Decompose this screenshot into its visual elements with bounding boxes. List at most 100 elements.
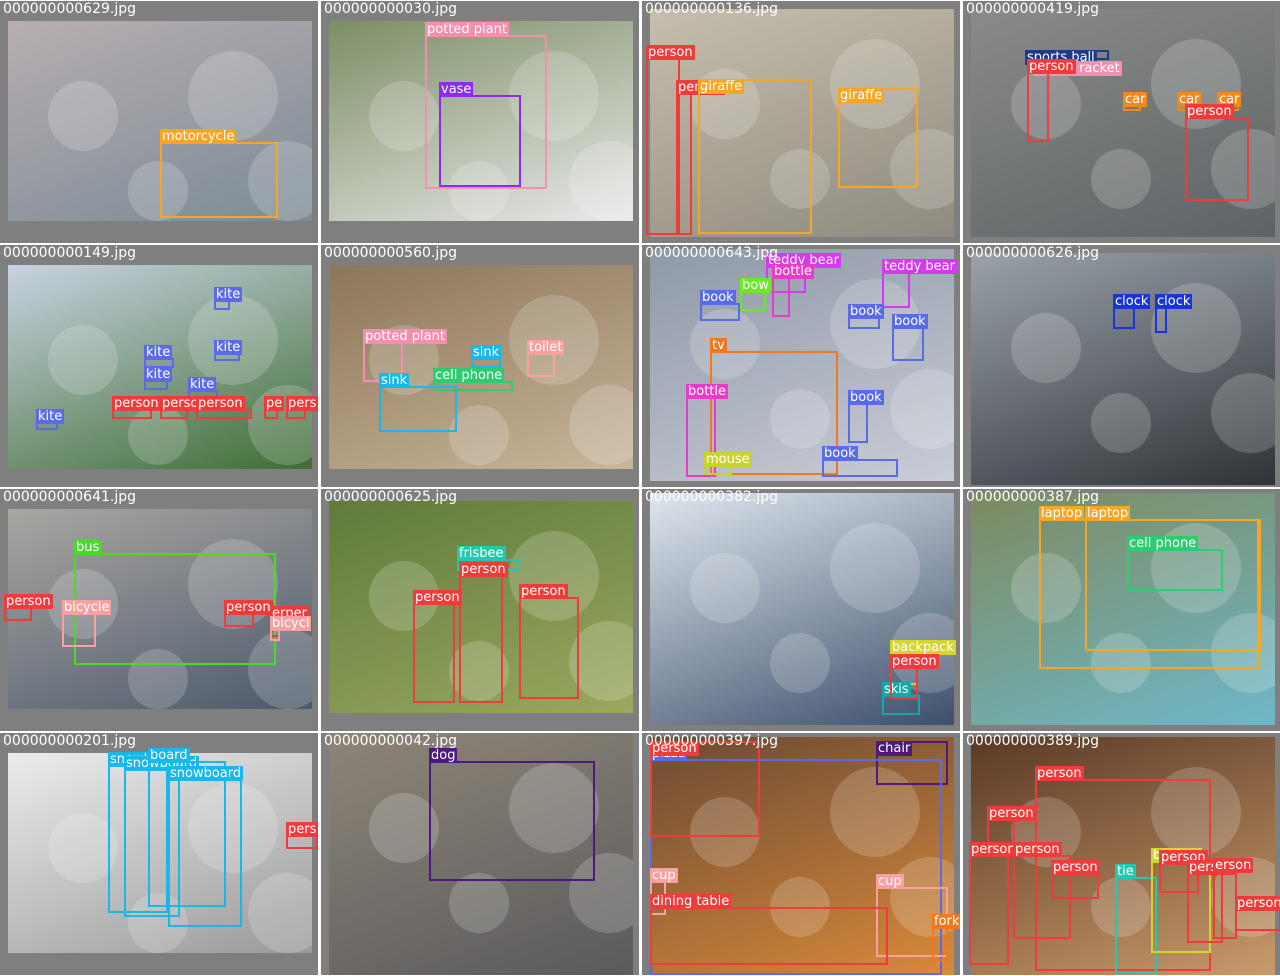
bbox-potted-plant: potted plant — [363, 329, 447, 382]
bbox-label: car — [1123, 92, 1148, 107]
image-filename: 000000000387.jpg — [966, 489, 1099, 505]
bokeh-blob — [830, 39, 920, 129]
bbox-person: person — [1027, 59, 1076, 142]
bbox-person: person — [413, 590, 462, 703]
bbox-kite: kite — [144, 345, 174, 368]
bbox-label: toilet — [527, 340, 565, 355]
bbox-label: person — [1235, 896, 1280, 911]
bbox-label: pers — [286, 396, 318, 411]
bbox-dog: dog — [429, 748, 595, 881]
bbox-person: person — [112, 396, 161, 419]
bokeh-blob — [248, 141, 312, 221]
bokeh-blob — [509, 763, 599, 853]
photo-thumbnail — [971, 493, 1275, 725]
bbox-label: kite — [144, 345, 173, 360]
image-filename: 000000000625.jpg — [324, 489, 457, 505]
bbox-label: mouse — [704, 452, 752, 467]
bbox-book: book — [848, 304, 884, 329]
bokeh-blob — [569, 853, 633, 933]
bbox-label: laptop — [1039, 506, 1085, 521]
bbox-label: person — [650, 741, 699, 756]
bbox-person: person — [1013, 842, 1071, 939]
bokeh-blob — [830, 767, 920, 857]
bbox-erson: erson — [1213, 858, 1254, 939]
bokeh-blob — [1091, 877, 1151, 937]
bbox-person: person — [4, 594, 53, 621]
bokeh-blob — [1091, 633, 1151, 693]
bbox-person: person — [676, 80, 725, 235]
bbox-label: book — [892, 314, 928, 329]
bbox-label: person — [459, 562, 508, 577]
bokeh-blob — [48, 813, 118, 883]
bokeh-blob — [1151, 767, 1241, 857]
bbox-label: frisbee — [457, 546, 506, 561]
bokeh-blob — [188, 51, 278, 141]
bbox-label: car — [1177, 92, 1202, 107]
bbox-skis: skis — [882, 682, 920, 715]
bokeh-blob — [1211, 129, 1275, 209]
bbox-label: kite — [36, 409, 65, 424]
bbox-label: pers — [286, 822, 318, 837]
bokeh-blob — [569, 385, 633, 465]
bbox-clock: clock — [1113, 294, 1151, 329]
bbox-label: person — [196, 396, 245, 411]
bokeh-blob — [770, 633, 830, 693]
bbox-person: person — [224, 600, 273, 627]
bokeh-blob — [1091, 149, 1151, 209]
bbox-label: tv — [710, 338, 727, 353]
bbox-clock: clock — [1155, 294, 1193, 333]
bbox-label: fork — [932, 914, 960, 929]
bbox-label: backpack — [890, 640, 956, 655]
image-filename: 000000000419.jpg — [966, 1, 1099, 17]
bbox-label: person — [519, 584, 568, 599]
bbox-label: bus — [74, 540, 102, 555]
bbox-mouse: mouse — [704, 452, 752, 475]
bbox-label: person — [1185, 104, 1234, 119]
bbox-label: bicycl — [270, 616, 312, 631]
bokeh-blob — [770, 149, 830, 209]
bbox-label: clock — [1113, 294, 1151, 309]
bbox-person: person — [890, 654, 939, 699]
bbox-book: book — [848, 390, 884, 443]
bbox-label: person — [987, 806, 1036, 821]
bbox-snowboard: snowboard — [168, 766, 244, 927]
bbox-label: person — [413, 590, 462, 605]
bbox-label: cell phone — [433, 368, 505, 383]
bokeh-blob — [509, 531, 599, 621]
image-filename: 000000000030.jpg — [324, 1, 457, 17]
bokeh-blob — [1091, 393, 1151, 453]
bbox-label: board — [148, 748, 190, 763]
image-filename: 000000000382.jpg — [645, 489, 778, 505]
bbox-label: snowboard — [168, 766, 244, 781]
bbox-person: person — [196, 396, 252, 419]
bbox-person: person — [160, 396, 209, 419]
bokeh-blob — [128, 161, 188, 221]
bbox-pers: pers — [286, 396, 318, 419]
photo-thumbnail — [971, 253, 1275, 485]
bbox-car: car — [1123, 92, 1148, 111]
bbox-label: person — [4, 594, 53, 609]
bbox-label: book — [848, 304, 884, 319]
bokeh-blob — [770, 389, 830, 449]
bokeh-blob — [449, 405, 509, 465]
bokeh-blob — [449, 873, 509, 933]
bbox-person: person — [519, 584, 579, 699]
bokeh-blob — [830, 523, 920, 613]
mosaic-tile: 000000000201.jpgsnowboardsnowboardboards… — [0, 733, 318, 975]
image-filename: 000000000149.jpg — [3, 245, 136, 261]
bbox-vase: vase — [439, 82, 521, 187]
bbox-label: kite — [144, 367, 173, 382]
bbox-label: vase — [439, 82, 474, 97]
bbox-label: potted plant — [425, 22, 509, 37]
bbox-sink: sink — [379, 373, 457, 432]
bbox-label: kite — [214, 340, 243, 355]
bbox-label: person — [646, 45, 695, 60]
bbox-label: chair — [876, 741, 913, 756]
